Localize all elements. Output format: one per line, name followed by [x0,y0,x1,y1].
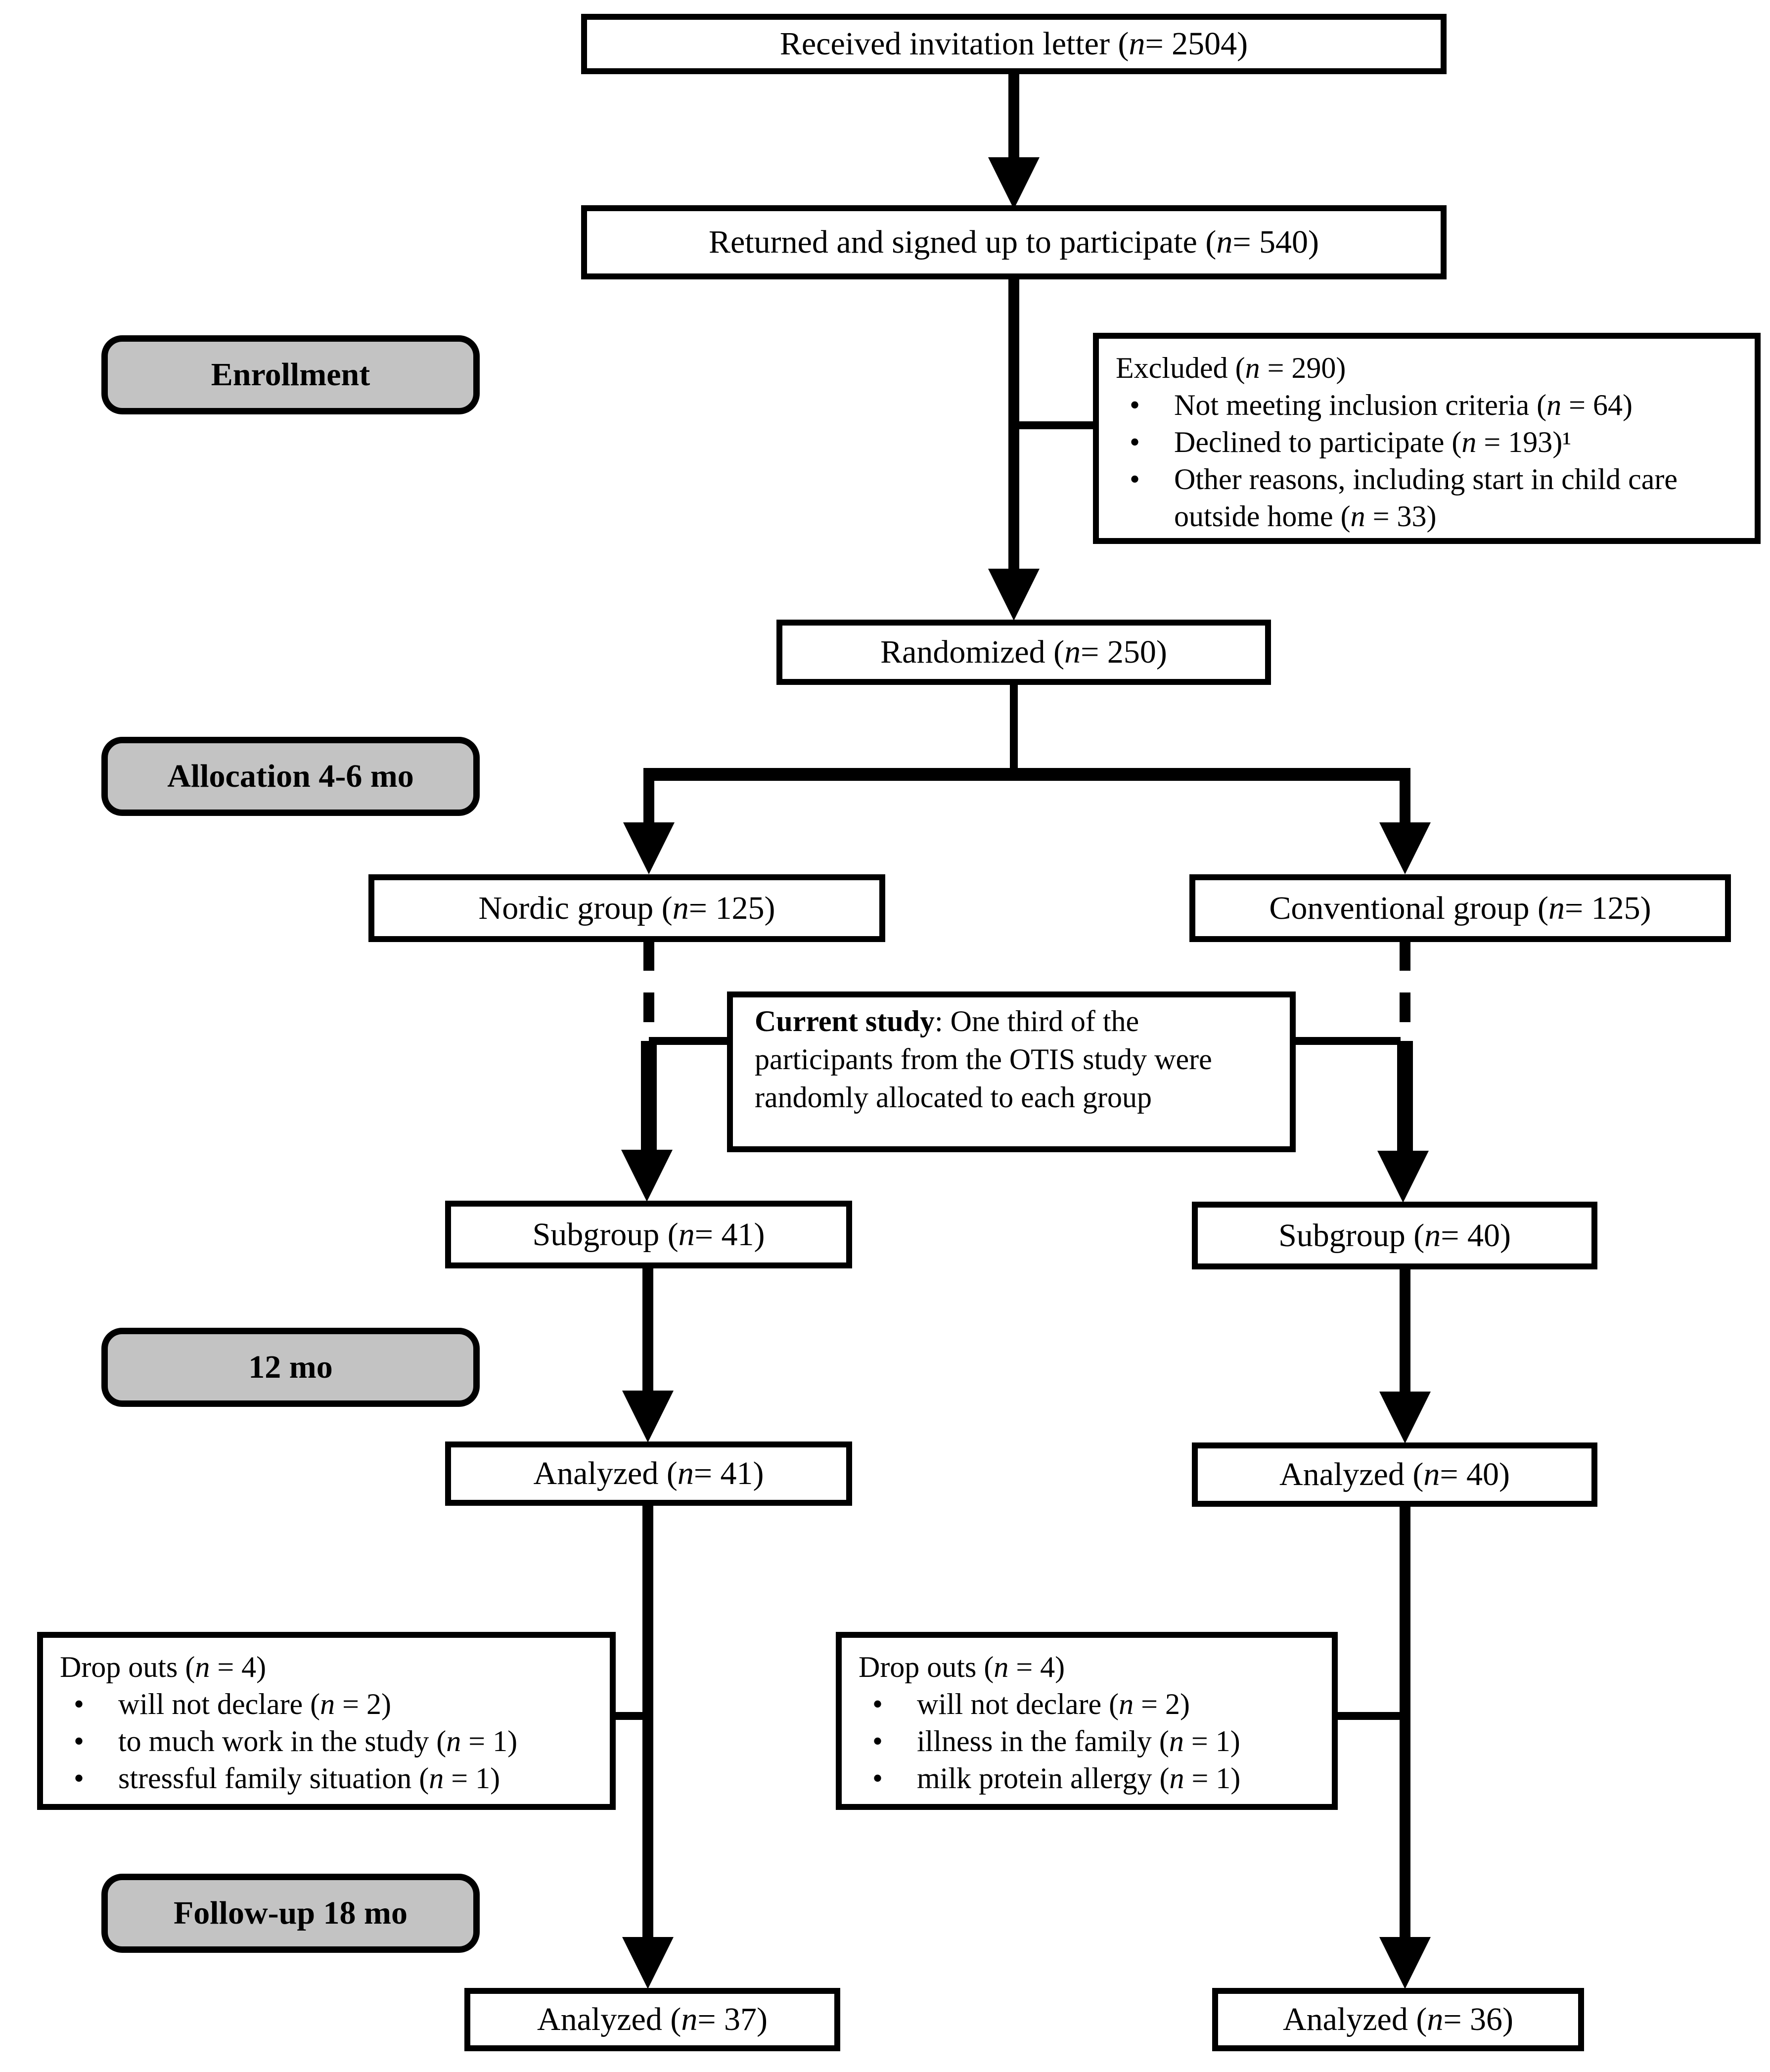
box-received-invitation: Received invitation letter (n = 2504) [581,14,1447,74]
excluded-item: Not meeting inclusion criteria (n = 64) [1116,387,1741,424]
box-returned-signed-up: Returned and signed up to participate (n… [581,205,1447,279]
dropout-item: to much work in the study (n = 1) [60,1723,596,1760]
box-conventional-group: Conventional group (n = 125) [1189,874,1731,942]
connector-received-to-returned [1008,73,1019,162]
dropout-item: illness in the family (n = 1) [859,1723,1318,1760]
stage-label-followup-18mo: Follow-up 18 mo [101,1874,480,1953]
excluded-item: Declined to participate (n = 193)¹ [1116,424,1741,461]
connector-to-excluded [1014,421,1094,429]
box-analyzed-18mo-nordic: Analyzed (n = 37) [464,1988,840,2051]
box-analyzed-18mo-conventional: Analyzed (n = 36) [1212,1988,1584,2051]
connector-to-subgroup-conventional [1397,1041,1413,1155]
stage-label-enrollment: Enrollment [101,335,480,414]
arrowhead-into-analyzed-nordic [622,1391,674,1442]
arrowhead-into-analyzed-18mo-conventional [1379,1937,1431,1989]
stage-label-allocation: Allocation 4-6 mo [101,737,480,816]
connector-dropouts-nordic [615,1712,648,1720]
connector-to-subgroup-nordic [641,1041,657,1155]
connector-current-study-left [649,1037,728,1045]
excluded-title: Excluded (n = 290) [1116,352,1346,384]
box-dropouts-conventional: Drop outs (n = 4) will not declare (n = … [836,1632,1338,1810]
connector-split-to-nordic [643,768,654,825]
box-nordic-group: Nordic group (n = 125) [368,874,885,942]
dropouts-title: Drop outs (n = 4) [60,1651,267,1683]
arrowhead-into-analyzed-conventional [1379,1392,1431,1443]
dropout-item: milk protein allergy (n = 1) [859,1760,1318,1797]
arrowhead-into-analyzed-18mo-nordic [622,1937,674,1989]
dropout-item: stressful family situation (n = 1) [60,1760,596,1797]
arrowhead-into-subgroup-conventional [1377,1151,1429,1203]
box-dropouts-nordic: Drop outs (n = 4) will not declare (n = … [37,1632,616,1810]
box-subgroup-conventional: Subgroup (n = 40) [1192,1202,1597,1269]
stage-label-12mo: 12 mo [101,1328,480,1407]
box-analyzed-12mo-nordic: Analyzed (n = 41) [445,1441,852,1506]
box-randomized: Randomized (n = 250) [776,620,1271,685]
arrowhead-into-randomized [988,569,1040,621]
box-analyzed-12mo-conventional: Analyzed (n = 40) [1192,1442,1597,1507]
connector-analyzed-to-followup-conventional [1400,1506,1410,1941]
connector-analyzed-to-followup-nordic [642,1505,653,1941]
excluded-item: Other reasons, including start in child … [1116,461,1741,535]
split-bar-allocation [643,768,1410,781]
connector-split-to-conventional [1400,768,1410,825]
dropout-item: will not declare (n = 2) [60,1686,596,1723]
arrowhead-into-returned [988,157,1040,209]
connector-current-study-right [1295,1037,1401,1045]
dashed-connector-conventional [1400,941,1410,1043]
dropout-item: will not declare (n = 2) [859,1686,1318,1723]
box-excluded: Excluded (n = 290) Not meeting inclusion… [1093,333,1761,544]
connector-subgroup-to-analyzed-nordic [642,1267,653,1394]
connector-randomized-to-split [1010,685,1018,771]
dropouts-title: Drop outs (n = 4) [859,1651,1065,1683]
box-subgroup-nordic: Subgroup (n = 41) [445,1201,852,1268]
arrowhead-into-subgroup-nordic [621,1150,673,1202]
arrowhead-into-nordic [623,822,675,874]
dashed-connector-nordic [643,941,654,1043]
arrowhead-into-conventional [1379,822,1431,874]
current-study-bold: Current study [755,1005,935,1037]
connector-subgroup-to-analyzed-conventional [1400,1268,1410,1395]
current-study-text: : One third of the participants from the… [755,1005,1212,1114]
box-current-study-note: Current study: One third of the particip… [727,991,1296,1152]
connector-dropouts-conventional [1337,1712,1406,1720]
